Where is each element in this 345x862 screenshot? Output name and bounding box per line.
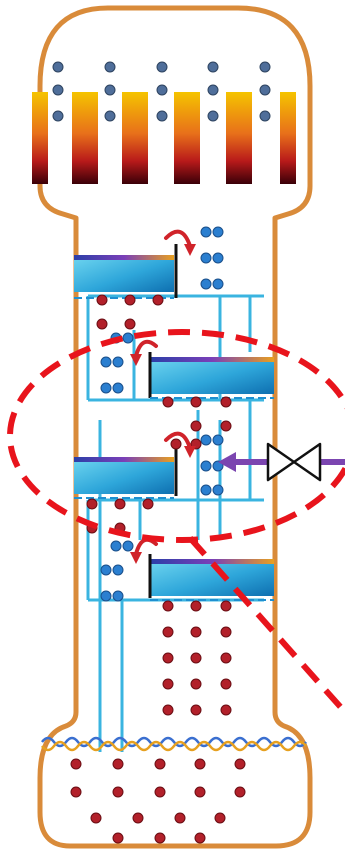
heater-bar [280,92,296,184]
heater-bar [122,92,148,184]
tray-3 [74,446,178,499]
valve-icon [266,442,322,482]
tray-2 [148,352,274,399]
callout-line [187,536,345,714]
heater-bar [174,92,200,184]
column-vapor-bubbles [100,226,224,602]
liquid-droplets [70,294,246,844]
reboiler-heating-wave [41,736,307,752]
flow-arrow [134,339,158,358]
heater-bar [32,92,48,184]
top-heating-elements [32,92,296,184]
heater-bar [72,92,98,184]
flow-arrowheads [130,244,196,564]
flow-arrow [164,431,192,450]
tray-4 [148,554,274,601]
flow-arrow [164,229,192,248]
feed-stream [218,452,345,472]
feed-arrowhead [218,452,236,472]
tray-1 [74,244,178,299]
highlight-ellipse [7,329,345,543]
flow-arrows [134,229,192,556]
vessel-outline [37,5,313,849]
heater-bar [226,92,252,184]
flow-arrow [134,537,158,556]
top-vapor-bubbles [52,61,271,122]
